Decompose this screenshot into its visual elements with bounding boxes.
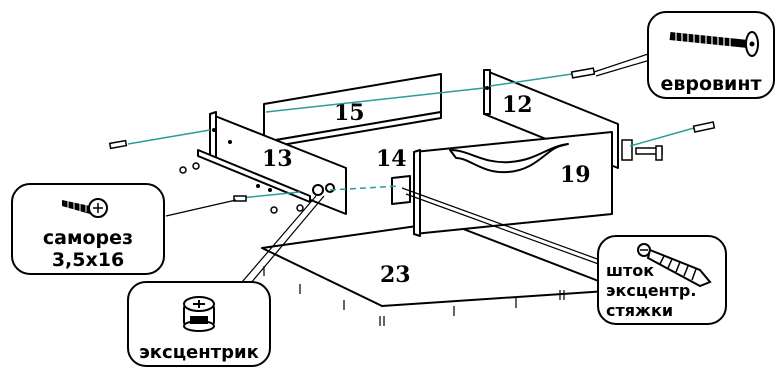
part-number-19: 19 bbox=[560, 162, 591, 188]
callout-ekscentrik: эксцентрик bbox=[127, 281, 271, 367]
bolts bbox=[108, 67, 716, 214]
shtok-label-line1: шток bbox=[606, 261, 654, 280]
guide-lines bbox=[127, 73, 695, 199]
side-panel-13: 13 bbox=[197, 111, 347, 215]
samorez-screw-icon bbox=[62, 198, 108, 218]
ekscentrik-label: эксцентрик bbox=[139, 342, 259, 363]
bottom-panel-23: 23 bbox=[261, 221, 623, 326]
ekscentrik-cam-icon bbox=[183, 296, 215, 332]
part-number-14: 14 bbox=[376, 146, 407, 172]
part-number-13: 13 bbox=[262, 146, 293, 172]
eurovint-label: евровинт bbox=[660, 73, 761, 95]
shtok-rod-icon bbox=[637, 243, 712, 288]
front-panel-19: 19 bbox=[413, 131, 613, 237]
samorez-label-line2: 3,5х16 bbox=[52, 249, 124, 271]
callout-eurovint: евровинт bbox=[647, 11, 775, 99]
part-number-23: 23 bbox=[380, 262, 411, 288]
shtok-label-line2: эксцентр. bbox=[606, 281, 696, 300]
shtok-label-line3: стяжки bbox=[606, 301, 673, 320]
part-number-12: 12 bbox=[502, 92, 533, 118]
right-fittings bbox=[621, 139, 663, 161]
leader-lines bbox=[165, 53, 651, 297]
slide-rail bbox=[197, 149, 311, 203]
samorez-label-line1: саморез bbox=[43, 227, 133, 249]
callout-samorez: саморез 3,5х16 bbox=[11, 183, 165, 275]
callout-shtok: шток эксцентр. стяжки bbox=[597, 235, 727, 325]
back-panel-15: 15 bbox=[263, 73, 442, 149]
bottom-pins bbox=[263, 266, 565, 326]
eurovint-screw-icon bbox=[669, 31, 759, 57]
front-rail-14: 14 bbox=[376, 146, 411, 205]
